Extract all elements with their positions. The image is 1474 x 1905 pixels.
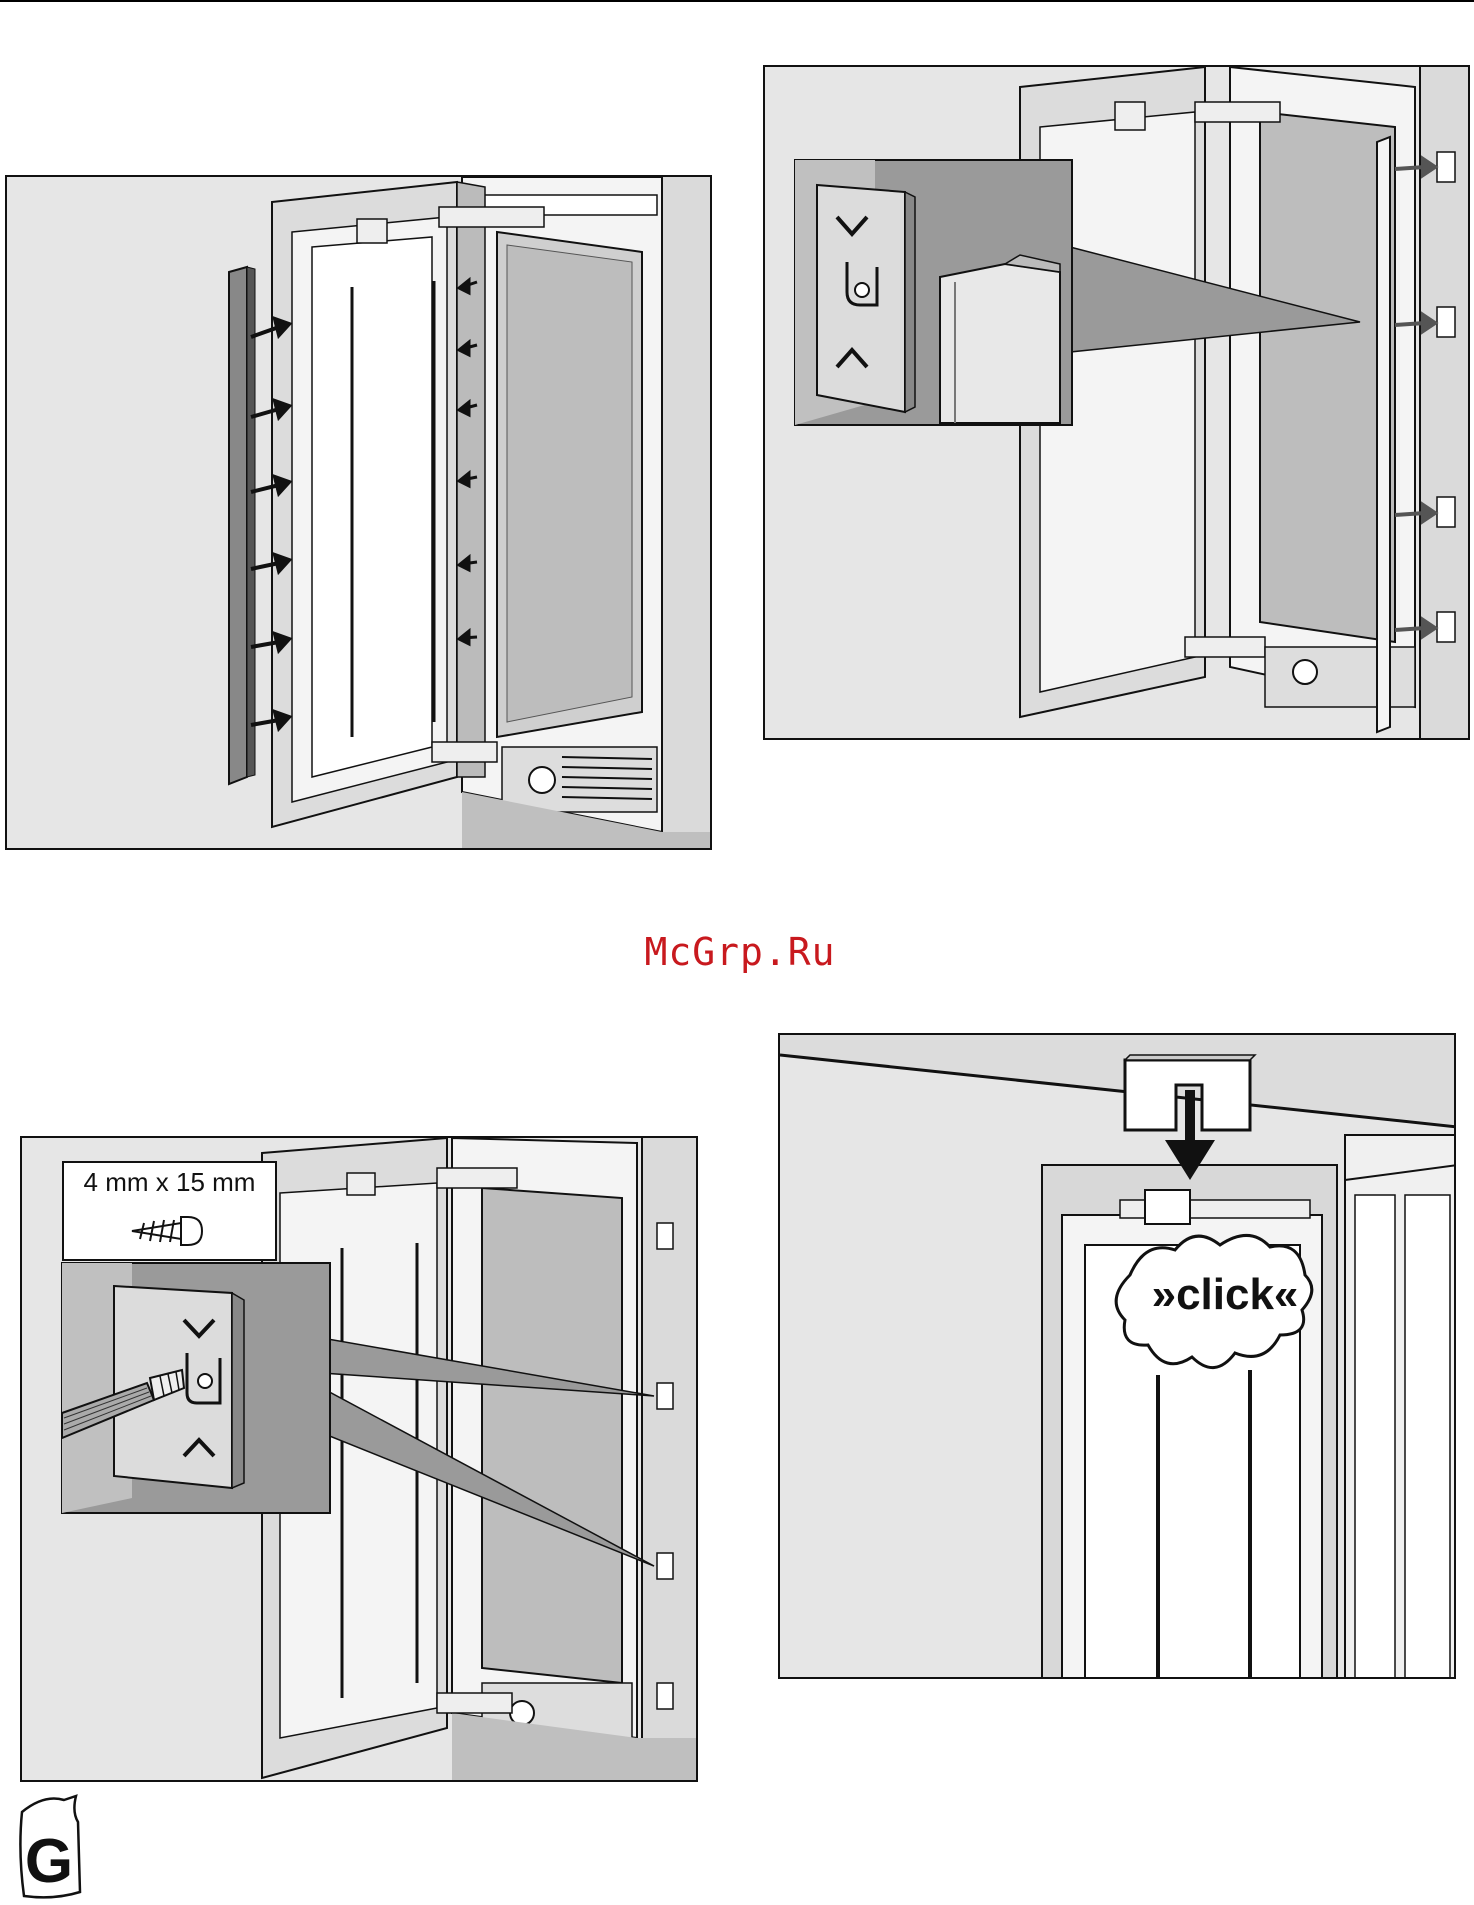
figure-step-1 <box>5 175 712 850</box>
figure-step-1-drawing <box>7 177 712 850</box>
vent-grille-icon <box>502 747 657 812</box>
screw-size-text: 4 mm x 15 mm <box>64 1167 275 1198</box>
screw-size-label: 4 mm x 15 mm <box>62 1161 277 1261</box>
screw-icon <box>126 1211 216 1251</box>
figure-step-2 <box>763 65 1470 740</box>
click-label: »click« <box>1125 1270 1325 1320</box>
watermark: McGrp.Ru <box>560 930 920 974</box>
figure-step-2-drawing <box>765 67 1470 740</box>
language-letter: G <box>14 1826 84 1897</box>
figure-step-4: »click« <box>778 1033 1456 1679</box>
figure-step-4-drawing <box>780 1035 1456 1679</box>
language-badge: G <box>14 1792 84 1900</box>
trim-strip-icon <box>229 267 255 784</box>
top-rule <box>0 0 1474 2</box>
figure-step-3: 4 mm x 15 mm <box>20 1136 698 1782</box>
